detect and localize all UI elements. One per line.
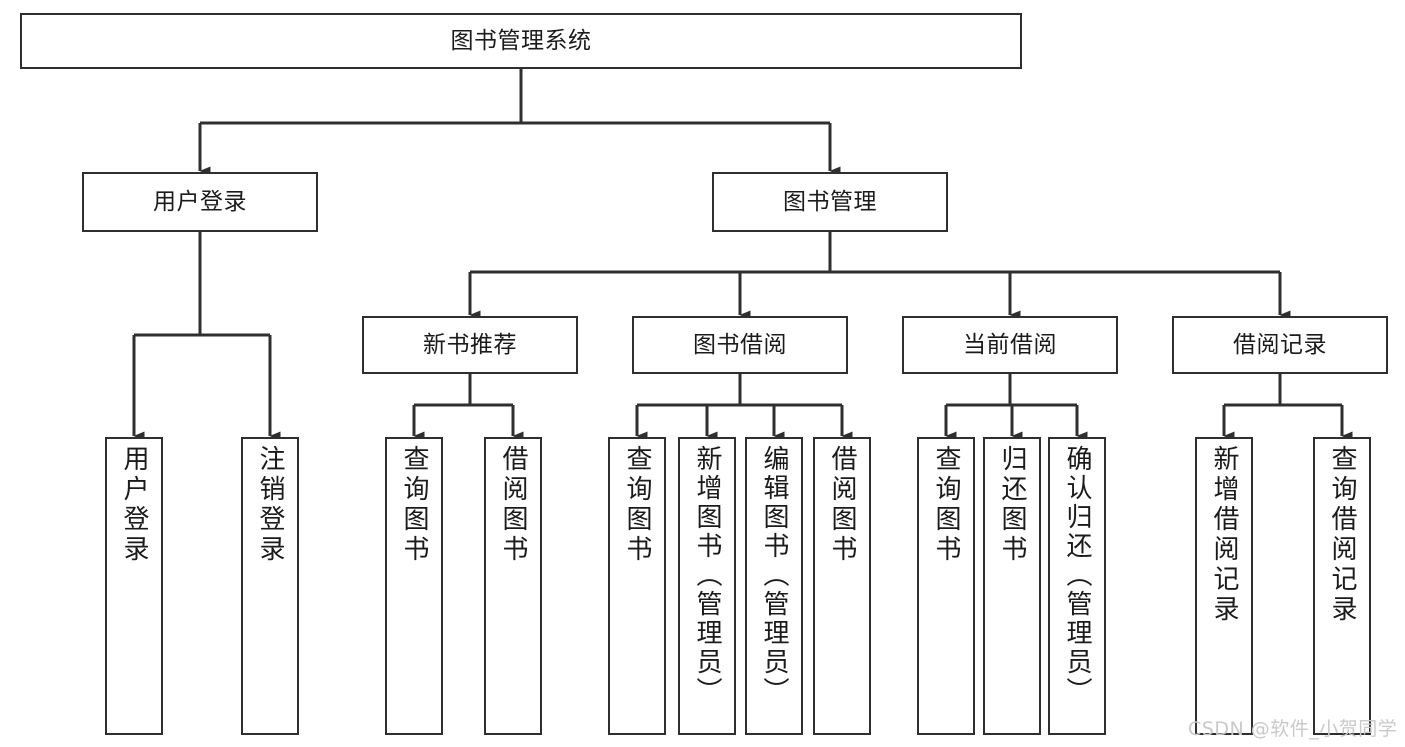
node-leaf-query-book-recommend-label: 查询图书 bbox=[399, 445, 429, 565]
node-leaf-edit-book-label: 编辑图书（管理员） bbox=[759, 445, 789, 706]
node-leaf-query-borrow-record[interactable]: 查询借阅记录 bbox=[1313, 437, 1371, 735]
node-leaf-user-login[interactable]: 用户登录 bbox=[105, 437, 163, 735]
node-leaf-query-book-borrow-label: 查询图书 bbox=[622, 445, 652, 565]
node-leaf-query-book-borrow[interactable]: 查询图书 bbox=[608, 437, 666, 735]
node-current-borrow[interactable]: 当前借阅 bbox=[902, 316, 1118, 374]
node-new-book-recommend-label: 新书推荐 bbox=[423, 331, 517, 358]
node-leaf-query-book-current-label: 查询图书 bbox=[931, 445, 961, 565]
node-current-borrow-label: 当前借阅 bbox=[963, 331, 1057, 358]
node-leaf-add-book-label: 新增图书（管理员） bbox=[692, 445, 722, 706]
node-leaf-query-borrow-record-label: 查询借阅记录 bbox=[1327, 445, 1357, 625]
node-leaf-query-book-current[interactable]: 查询图书 bbox=[917, 437, 975, 735]
node-book-borrow[interactable]: 图书借阅 bbox=[632, 316, 848, 374]
node-leaf-query-book-recommend[interactable]: 查询图书 bbox=[385, 437, 443, 735]
node-leaf-edit-book[interactable]: 编辑图书（管理员） bbox=[745, 437, 803, 735]
node-leaf-add-borrow-record-label: 新增借阅记录 bbox=[1209, 445, 1239, 625]
node-leaf-return-book-label: 归还图书 bbox=[997, 445, 1027, 565]
node-leaf-add-book[interactable]: 新增图书（管理员） bbox=[678, 437, 736, 735]
node-leaf-borrow-book-recommend[interactable]: 借阅图书 bbox=[484, 437, 542, 735]
node-leaf-confirm-return[interactable]: 确认归还（管理员） bbox=[1048, 437, 1106, 735]
node-leaf-logout-label: 注销登录 bbox=[255, 445, 285, 565]
node-user-login[interactable]: 用户登录 bbox=[82, 172, 318, 232]
node-leaf-borrow-book-recommend-label: 借阅图书 bbox=[498, 445, 528, 565]
node-leaf-borrow-book-label: 借阅图书 bbox=[827, 445, 857, 565]
node-new-book-recommend[interactable]: 新书推荐 bbox=[362, 316, 578, 374]
node-user-login-label: 用户登录 bbox=[153, 188, 247, 215]
node-borrow-record-label: 借阅记录 bbox=[1233, 331, 1327, 358]
node-book-borrow-label: 图书借阅 bbox=[693, 331, 787, 358]
node-leaf-user-login-label: 用户登录 bbox=[119, 445, 149, 565]
node-leaf-confirm-return-label: 确认归还（管理员） bbox=[1062, 445, 1092, 706]
node-book-management[interactable]: 图书管理 bbox=[712, 172, 948, 232]
node-leaf-logout[interactable]: 注销登录 bbox=[241, 437, 299, 735]
node-borrow-record[interactable]: 借阅记录 bbox=[1172, 316, 1388, 374]
node-book-management-label: 图书管理 bbox=[783, 188, 877, 215]
node-root[interactable]: 图书管理系统 bbox=[20, 13, 1022, 69]
node-root-label: 图书管理系统 bbox=[450, 27, 592, 54]
node-leaf-add-borrow-record[interactable]: 新增借阅记录 bbox=[1195, 437, 1253, 735]
node-leaf-borrow-book[interactable]: 借阅图书 bbox=[813, 437, 871, 735]
node-leaf-return-book[interactable]: 归还图书 bbox=[983, 437, 1041, 735]
